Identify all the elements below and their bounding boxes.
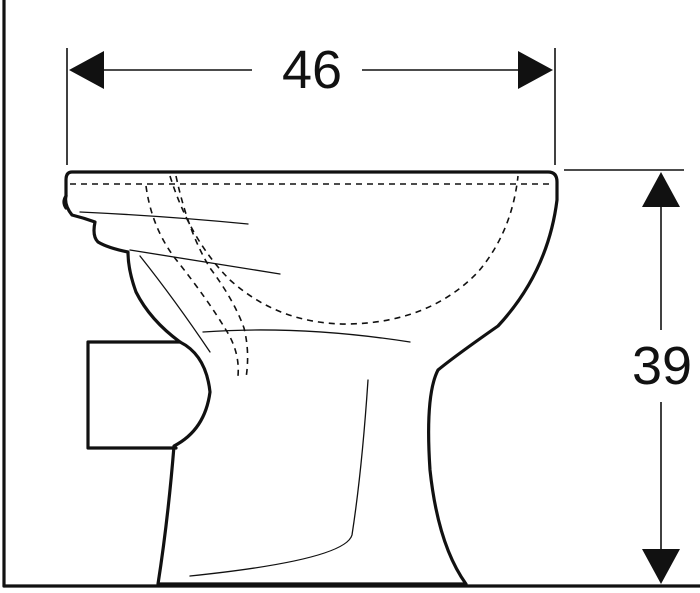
width-dimension: 46 [66, 40, 556, 165]
contour-line-4 [139, 255, 211, 353]
width-arrow-right [518, 51, 553, 89]
height-dimension: 39 [564, 169, 692, 584]
hidden-lines [70, 175, 552, 379]
width-label: 46 [282, 40, 342, 100]
rim-notch [62, 194, 68, 210]
trap-hidden-inner [145, 185, 240, 377]
toilet-outline [64, 170, 559, 586]
drain-outlet-box [86, 340, 182, 450]
height-arrow-top [642, 172, 680, 207]
contour-line-3 [202, 329, 411, 343]
contour-line-1 [79, 211, 249, 225]
contour-line-5 [189, 379, 369, 577]
contour-line-2 [129, 249, 281, 275]
trap-hidden-outer [175, 175, 249, 379]
width-arrow-left [69, 51, 104, 89]
contour-lines [79, 211, 411, 577]
height-arrow-bottom [642, 549, 680, 584]
bowl-hidden-curve [169, 175, 519, 325]
height-label: 39 [632, 336, 692, 396]
